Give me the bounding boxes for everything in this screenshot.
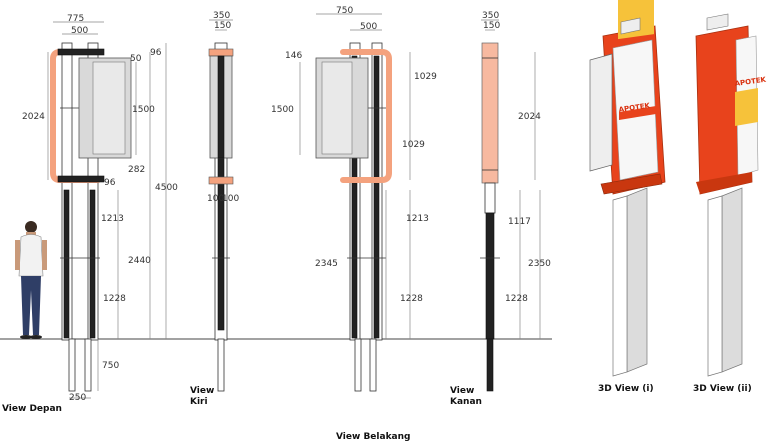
dim-front-1228: 1228 [103,294,126,304]
dim-front-1213: 1213 [101,214,124,224]
caption-3d-view-2: 3D View (ii) [693,384,752,394]
caption-3d-view-1: 3D View (i) [598,384,654,394]
caption-front-view: View Depan [2,404,62,414]
dim-back-1500: 1500 [271,105,294,115]
dim-front-96a: 96 [150,48,162,58]
dim-back-1228: 1228 [400,294,423,304]
dim-back-750: 750 [336,6,353,16]
caption-right-view-2: Kanan [450,397,482,407]
dim-front-250: 250 [69,393,86,403]
dim-front-4500: 4500 [155,183,178,193]
dim-back-2345: 2345 [315,259,338,269]
dim-right-1117: 1117 [508,217,531,227]
dim-front-2024: 2024 [22,112,45,122]
3d-view-1: APOTEK [589,0,666,377]
human-scale-figure [15,221,47,339]
right-view [480,19,541,392]
dim-back-500: 500 [360,22,377,32]
dim-right-2350: 2350 [528,259,551,269]
3d-view-2: APOTEK [695,13,767,377]
caption-right-view-1: View [450,386,474,396]
dim-back-1029b: 1029 [402,140,425,150]
dim-back-1213: 1213 [406,214,429,224]
dim-left-100b: 100 [222,194,239,204]
caption-back-view: View Belakang [336,432,410,442]
caption-left-view-2: Kiri [190,397,208,407]
dim-back-1029a: 1029 [414,72,437,82]
dim-front-1500: 1500 [132,105,155,115]
caption-left-view-1: View [190,386,214,396]
dim-front-750: 750 [102,361,119,371]
dim-left-150: 150 [214,21,231,31]
dim-right-1228: 1228 [505,294,528,304]
dim-right-2024: 2024 [518,112,541,122]
dim-front-2440: 2440 [128,256,151,266]
dim-front-282: 282 [128,165,145,175]
dim-left-350: 350 [213,11,230,21]
dim-right-350: 350 [482,11,499,21]
dim-front-50: 50 [130,54,142,64]
left-view [208,19,234,392]
dim-back-146: 146 [285,51,302,61]
dim-right-150: 150 [483,21,500,31]
dim-front-500: 500 [71,26,88,36]
front-view [15,21,167,399]
dim-front-96b: 96 [104,178,116,188]
back-view [299,13,411,392]
dim-front-775: 775 [67,14,84,24]
dim-left-100a: 100 [207,194,224,204]
